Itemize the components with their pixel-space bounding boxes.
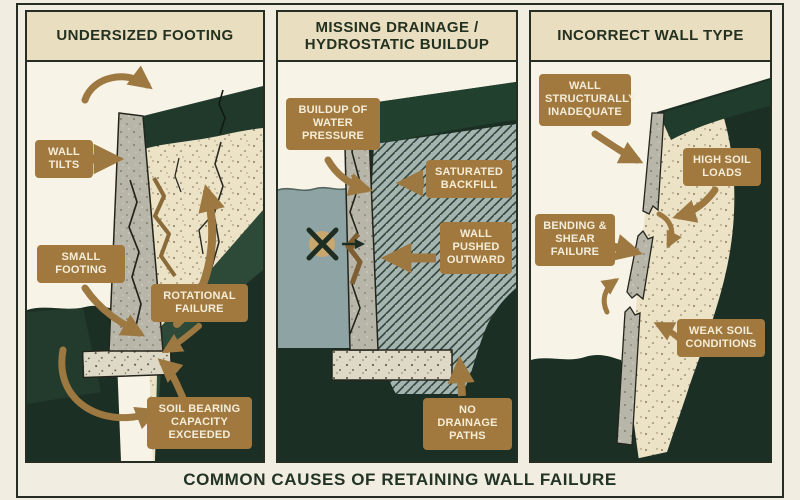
label-no-drainage: NO DRAINAGE PATHS	[423, 398, 512, 450]
x-mark	[306, 227, 339, 261]
label-saturated: SATURATED BACKFILL	[426, 160, 512, 199]
high-loads-arrow	[672, 186, 719, 223]
inadequate-arrow	[591, 130, 644, 164]
panel3-illustration: WALL STRUCTURALLY INADEQUATE HIGH SOIL L…	[531, 62, 770, 461]
label-bending: BENDING & SHEAR FAILURE	[535, 214, 615, 266]
buildup-arrow	[324, 156, 373, 197]
small-footing-arrow	[81, 284, 146, 337]
backfill-crack-small	[174, 157, 182, 193]
wall-crack-core	[345, 232, 363, 285]
panel3-scene	[531, 62, 770, 461]
soil-bearing-arrow	[157, 358, 187, 402]
panel-title: MISSING DRAINAGE / HYDROSTATIC BUILDUP	[278, 12, 516, 62]
front-ground	[531, 355, 639, 461]
soil-fissure-brown	[152, 177, 177, 278]
panel-title: INCORRECT WALL TYPE	[531, 12, 770, 62]
panel1-illustration: WALL TILTS SMALL FOOTING ROTATIONAL FAIL…	[27, 62, 263, 461]
topsoil-crack	[218, 89, 226, 135]
rotation-to-footing-arrow	[161, 323, 202, 354]
label-wall-tilts: WALL TILTS	[35, 140, 93, 179]
footing	[81, 347, 173, 379]
topsoil-band	[364, 82, 516, 144]
footer-title: COMMON CAUSES OF RETAINING WALL FAILURE	[183, 470, 617, 489]
ponded-water	[278, 186, 366, 352]
wall-crack-lower	[349, 283, 361, 335]
label-inadequate: WALL STRUCTURALLY INADEQUATE	[539, 74, 635, 126]
label-weak-soil: WEAK SOIL CONDITIONS	[677, 319, 765, 358]
rotation-arc-arrow	[58, 346, 160, 430]
water-surface-line	[278, 185, 361, 192]
panel-missing-drainage: MISSING DRAINAGE / HYDROSTATIC BUILDUP	[276, 10, 518, 463]
footing	[331, 349, 453, 381]
panel-incorrect-wall-type: INCORRECT WALL TYPE	[529, 10, 772, 463]
label-high-loads: HIGH SOIL LOADS	[683, 148, 761, 187]
label-pushed: WALL PUSHED OUTWARD	[440, 222, 512, 274]
bending-shear-arrow	[610, 234, 643, 261]
wall-segment-middle	[626, 229, 654, 301]
panel-undersized-footing: UNDERSIZED FOOTING	[25, 10, 265, 463]
break-rotation-arrow-upper	[656, 211, 682, 249]
panel2-illustration: BUILDUP OF WATER PRESSURE SATURATED BACK…	[278, 62, 516, 461]
label-rotational-failure: ROTATIONAL FAILURE	[151, 284, 248, 323]
break-rotation-arrow-lower	[600, 278, 620, 315]
tilt-direction-arrow	[81, 65, 153, 104]
no-drainage-arrow	[447, 355, 475, 397]
panel-title: UNDERSIZED FOOTING	[27, 12, 263, 62]
topsoil-band	[659, 80, 770, 140]
wall-segment-bottom	[616, 305, 641, 446]
wall-crack	[128, 179, 142, 331]
right-soil-mass	[681, 154, 770, 461]
label-buildup: BUILDUP OF WATER PRESSURE	[286, 98, 380, 150]
label-soil-bearing: SOIL BEARING CAPACITY EXCEEDED	[147, 397, 252, 449]
topsoil-band	[139, 86, 263, 149]
label-small-footing: SMALL FOOTING	[37, 245, 125, 284]
panel1-scene	[27, 62, 263, 461]
wall-segment-top	[642, 112, 665, 215]
